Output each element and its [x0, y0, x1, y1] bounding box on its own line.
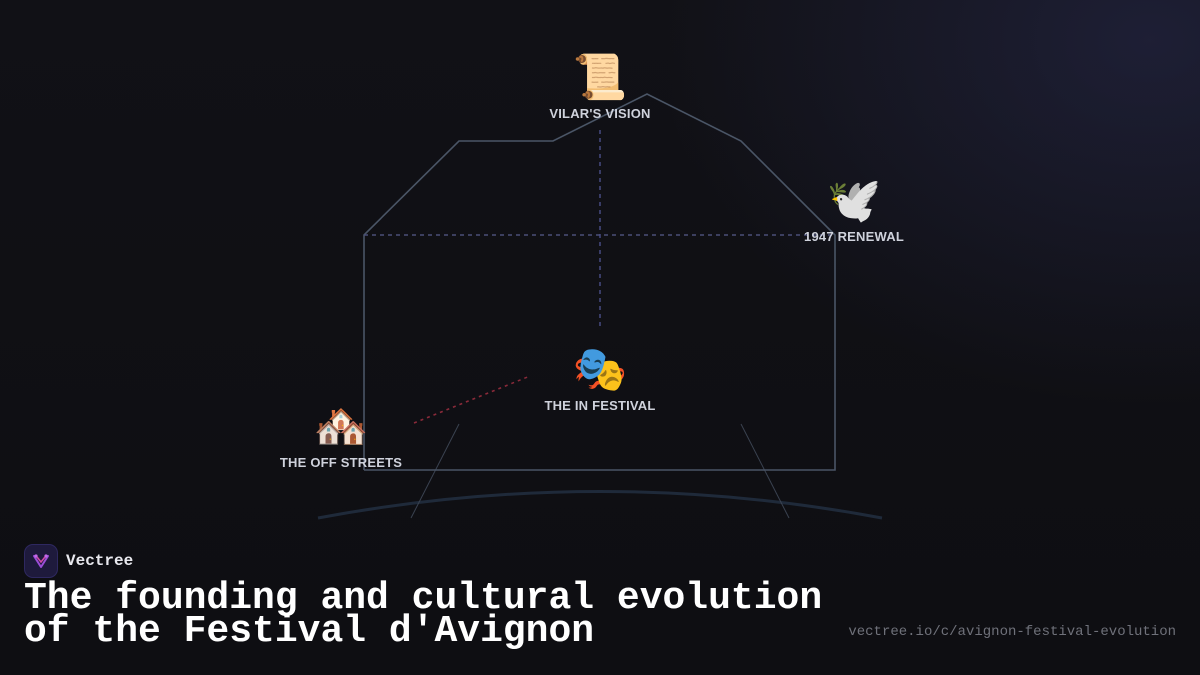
ground-arc: [317, 490, 883, 520]
scroll-icon: 📜: [572, 52, 628, 103]
node-label: THE IN FESTIVAL: [544, 398, 656, 413]
red-dashed-line: [413, 375, 531, 424]
theater-masks-icon: 🎭: [572, 344, 628, 395]
brand[interactable]: Vectree: [24, 544, 133, 578]
source-url[interactable]: vectree.io/c/avignon-festival-evolution: [848, 624, 1176, 640]
dove-icon: 🕊️: [826, 175, 882, 226]
node-label: 1947 RENEWAL: [804, 229, 904, 244]
houses-icon: 🏘️: [313, 401, 369, 452]
node-off-streets: 🏘️ THE OFF STREETS: [280, 401, 402, 470]
node-in-festival: 🎭 THE IN FESTIVAL: [544, 344, 655, 413]
vectree-logo-icon: [24, 544, 58, 578]
node-vilars-vision: 📜 VILAR'S VISION: [549, 52, 650, 121]
node-1947-renewal: 🕊️ 1947 RENEWAL: [804, 175, 904, 244]
node-label: VILAR'S VISION: [549, 106, 651, 121]
node-label: THE OFF STREETS: [279, 455, 403, 470]
building-outline: [363, 93, 836, 471]
right-leg-line: [740, 423, 790, 519]
page-title: The founding and cultural evolution of t…: [24, 577, 823, 653]
brand-name: Vectree: [66, 552, 134, 570]
left-leg-line: [410, 423, 460, 519]
